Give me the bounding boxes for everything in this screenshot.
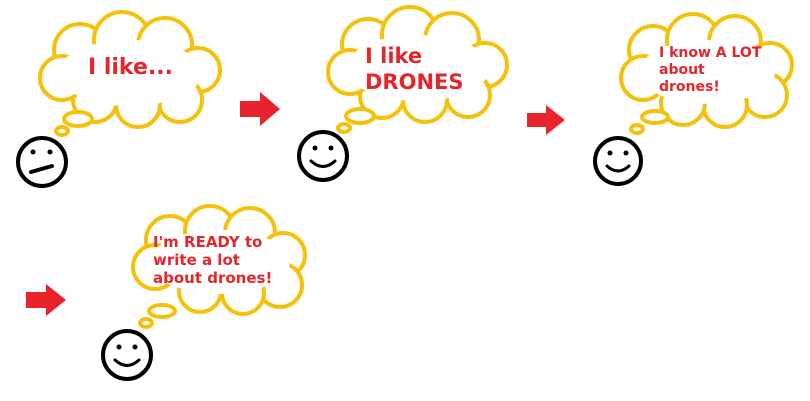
smiley-face-icon (297, 130, 349, 182)
thought-text: I like DRONES (365, 44, 464, 94)
thought-cloud (297, 5, 509, 182)
thought-cloud (593, 12, 794, 186)
thought-text: I know A LOT about drones! (659, 45, 762, 95)
thought-cloud (16, 10, 222, 188)
stage-2: I like DRONES (290, 0, 520, 200)
thought-text: I'm READY to write a lot about drones! (153, 233, 273, 287)
arrow-right-icon (240, 92, 280, 126)
arrow-right-icon (26, 284, 66, 316)
smiley-face-icon (593, 136, 643, 186)
neutral-face-icon (16, 136, 68, 188)
stage-3: I know A LOT about drones! (585, 10, 810, 190)
arrow-right-icon (527, 105, 565, 135)
stage-1: I like... (0, 0, 230, 200)
smiley-face-icon (101, 329, 153, 381)
thought-cloud (101, 204, 307, 381)
stage-4: I'm READY to write a lot about drones! (95, 204, 325, 395)
thought-text: I like... (88, 55, 173, 80)
